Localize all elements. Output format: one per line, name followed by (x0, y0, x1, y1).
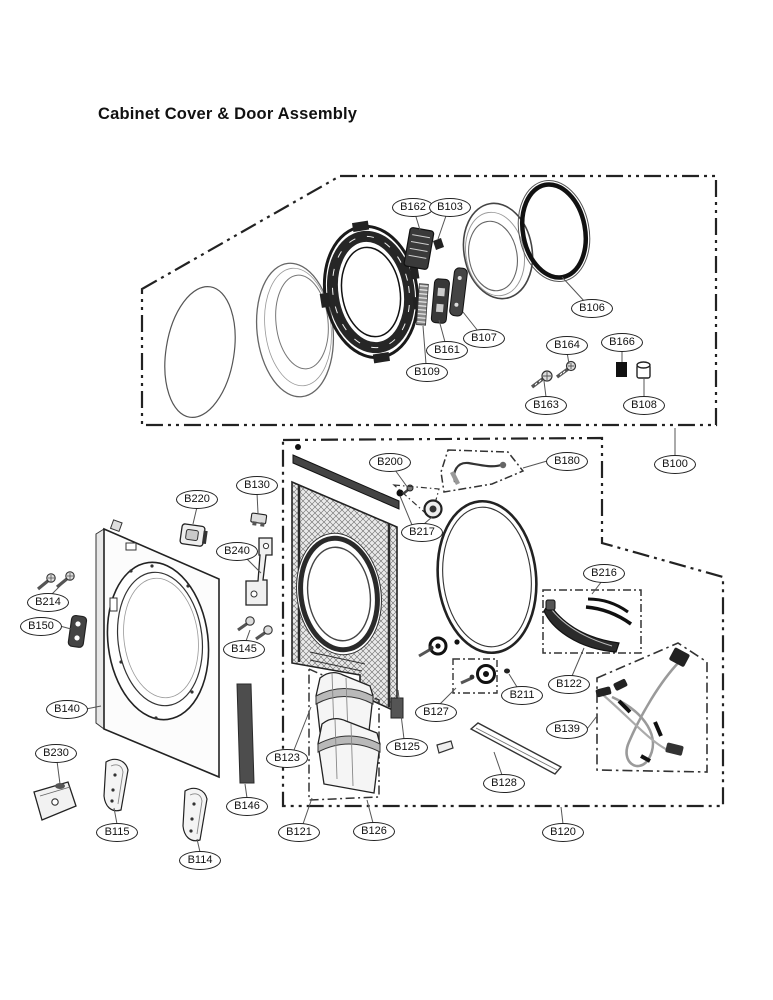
part-label-b121: B121 (278, 823, 320, 842)
part-label-b214: B214 (27, 593, 69, 612)
screw-b103 (433, 238, 444, 250)
part-label-b128: B128 (483, 774, 525, 793)
door-glass-outline (164, 285, 236, 419)
part-label-b107: B107 (463, 329, 505, 348)
top-section-border (140, 174, 718, 427)
part-label-b216: B216 (583, 564, 625, 583)
part-label-b108: B108 (623, 396, 665, 415)
part-label-b103: B103 (429, 198, 471, 217)
part-label-b114: B114 (179, 851, 221, 870)
part-label-b125: B125 (386, 738, 428, 757)
door-frame (319, 220, 423, 364)
part-label-b126: B126 (353, 822, 395, 841)
part-label-b180: B180 (546, 452, 588, 471)
bracket-b115 (103, 758, 129, 812)
door-glass-trim (462, 202, 534, 300)
part-label-b161: B161 (426, 341, 468, 360)
part-label-b211: B211 (501, 686, 543, 705)
part-label-b240: B240 (216, 542, 258, 561)
part-label-b220: B220 (176, 490, 218, 509)
wire-harness-box-b180 (440, 449, 525, 493)
hinge-bracket-b107 (449, 267, 468, 317)
part-label-b127: B127 (415, 703, 457, 722)
screws-b214 (36, 571, 75, 591)
part-label-b140: B140 (46, 700, 88, 719)
part-label-b100: B100 (654, 455, 696, 474)
part-label-b122: B122 (548, 675, 590, 694)
part-label-b230: B230 (35, 744, 77, 763)
lint-filter-lower-b126 (317, 717, 381, 794)
part-label-b120: B120 (542, 823, 584, 842)
door-switch-clamp-b217 (392, 484, 443, 520)
handle-box-b216 (542, 589, 642, 654)
seal-strip-b128 (436, 722, 563, 775)
part-label-b166: B166 (601, 333, 643, 352)
filter-strip-b146 (236, 683, 255, 784)
page-title: Cabinet Cover & Door Assembly (98, 105, 358, 123)
part-label-b139: B139 (546, 720, 588, 739)
bushing-b108 (636, 361, 651, 379)
door-rim (255, 262, 335, 398)
part-label-b200: B200 (369, 453, 411, 472)
door-handle-b122 (543, 599, 620, 653)
screw-b164 (555, 360, 577, 379)
screw-b163 (530, 370, 553, 389)
hinge-spring-b109 (416, 283, 429, 326)
part-label-b163: B163 (525, 396, 567, 415)
part-label-b145: B145 (223, 640, 265, 659)
cabinet-front-frame (291, 444, 404, 719)
front-panel-b140 (95, 519, 220, 779)
part-label-b109: B109 (406, 363, 448, 382)
screws-b145 (237, 616, 273, 641)
damper-block-b166 (616, 362, 627, 377)
door-hinge-latch-b162 (403, 227, 435, 270)
hinge-bracket-b161 (430, 278, 450, 324)
part-label-b123: B123 (266, 749, 308, 768)
door-ring-b106 (517, 179, 591, 283)
part-label-b130: B130 (236, 476, 278, 495)
clip-b130 (250, 512, 268, 527)
part-label-b164: B164 (546, 336, 588, 355)
foot-b230 (33, 781, 77, 821)
part-label-b115: B115 (96, 823, 138, 842)
part-label-b106: B106 (571, 299, 613, 318)
roller-parts-b127 (418, 636, 510, 694)
part-label-b162: B162 (392, 198, 434, 217)
wire-harness-region-b139 (595, 642, 708, 773)
part-label-b217: B217 (401, 523, 443, 542)
lower-section-border (281, 436, 725, 808)
part-label-b146: B146 (226, 797, 268, 816)
door-gasket (436, 499, 538, 655)
door-catch-b220 (179, 523, 208, 547)
bracket-b114 (182, 787, 208, 842)
part-label-b150: B150 (20, 617, 62, 636)
plate-b150 (67, 614, 88, 648)
